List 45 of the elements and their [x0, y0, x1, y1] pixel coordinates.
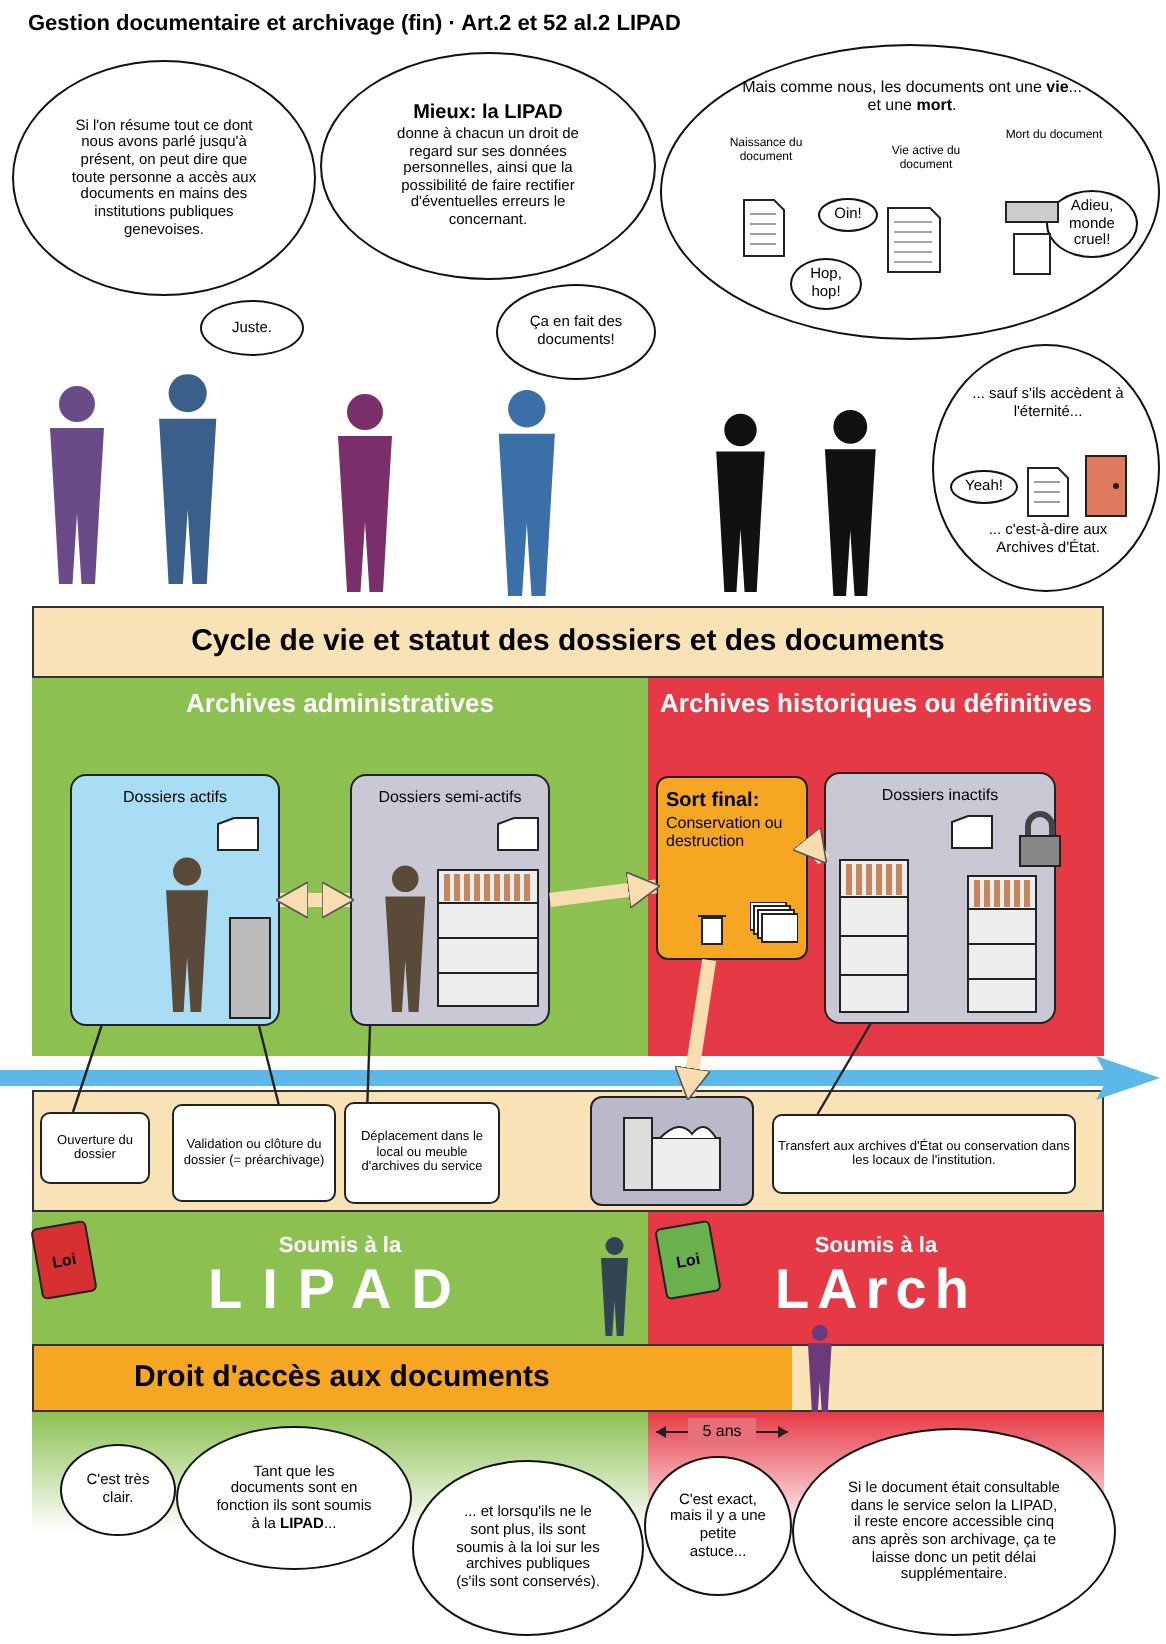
block-arrow	[275, 881, 355, 919]
panel-caption: Dossiers inactifs	[881, 786, 999, 805]
block-arrow	[549, 871, 661, 909]
title-band	[32, 606, 1104, 678]
callout-box	[40, 1112, 150, 1184]
stage-panel	[656, 776, 808, 960]
callout-box	[172, 1104, 336, 1202]
page-title: Gestion documentaire et archivage (fin) · Art.2 et 52 al.2 LIPAD	[28, 12, 683, 40]
book-label: Loi	[50, 1249, 78, 1271]
leader-line	[366, 1025, 372, 1103]
law-text: LArch	[775, 1258, 977, 1323]
leader-line	[71, 1025, 103, 1113]
section-panel	[648, 678, 1104, 1056]
speech-bubble	[1046, 190, 1138, 258]
speech-bubble	[818, 198, 878, 232]
stage-panel	[350, 774, 550, 1026]
callout-box	[344, 1102, 500, 1204]
law-text: LIPAD	[208, 1258, 472, 1323]
section-panel	[32, 678, 648, 1056]
speech-bubble	[200, 300, 304, 356]
law-band	[32, 1212, 648, 1344]
stage-panel	[70, 774, 280, 1026]
panel-caption: Conservation ou destruction	[666, 813, 785, 850]
law-text: Soumis à la	[278, 1233, 402, 1259]
section-heading: Archives historiques ou définitives	[660, 690, 1092, 720]
law-band	[648, 1212, 1104, 1344]
section-heading: Archives administratives	[186, 690, 494, 720]
panel-caption: Dossiers semi-actifs	[378, 788, 522, 807]
speech-bubble	[950, 470, 1018, 504]
access-bar	[32, 1344, 1104, 1412]
callout-box	[772, 1114, 1076, 1194]
heading: Cycle de vie et statut des dossiers et des documents	[191, 624, 945, 660]
speech-text: Mieux: la LIPAD	[413, 102, 563, 126]
bar-heading: Droit d'accès aux documents	[134, 1360, 550, 1396]
speech-bubble	[790, 258, 862, 310]
stage-panel	[824, 772, 1056, 1024]
dimension-label: 5 ans	[688, 1418, 756, 1446]
law-text: Soumis à la	[814, 1233, 938, 1259]
picture-panel	[590, 1096, 754, 1206]
panel-caption: Sort final:	[666, 790, 760, 813]
block-arrow	[791, 826, 830, 865]
panel-caption: Dossiers actifs	[122, 788, 227, 807]
speech-text: Mais comme nous, les documents ont une vie... et une mort.	[740, 78, 1084, 115]
book-label: Loi	[674, 1249, 702, 1271]
block-arrow	[674, 958, 717, 1101]
